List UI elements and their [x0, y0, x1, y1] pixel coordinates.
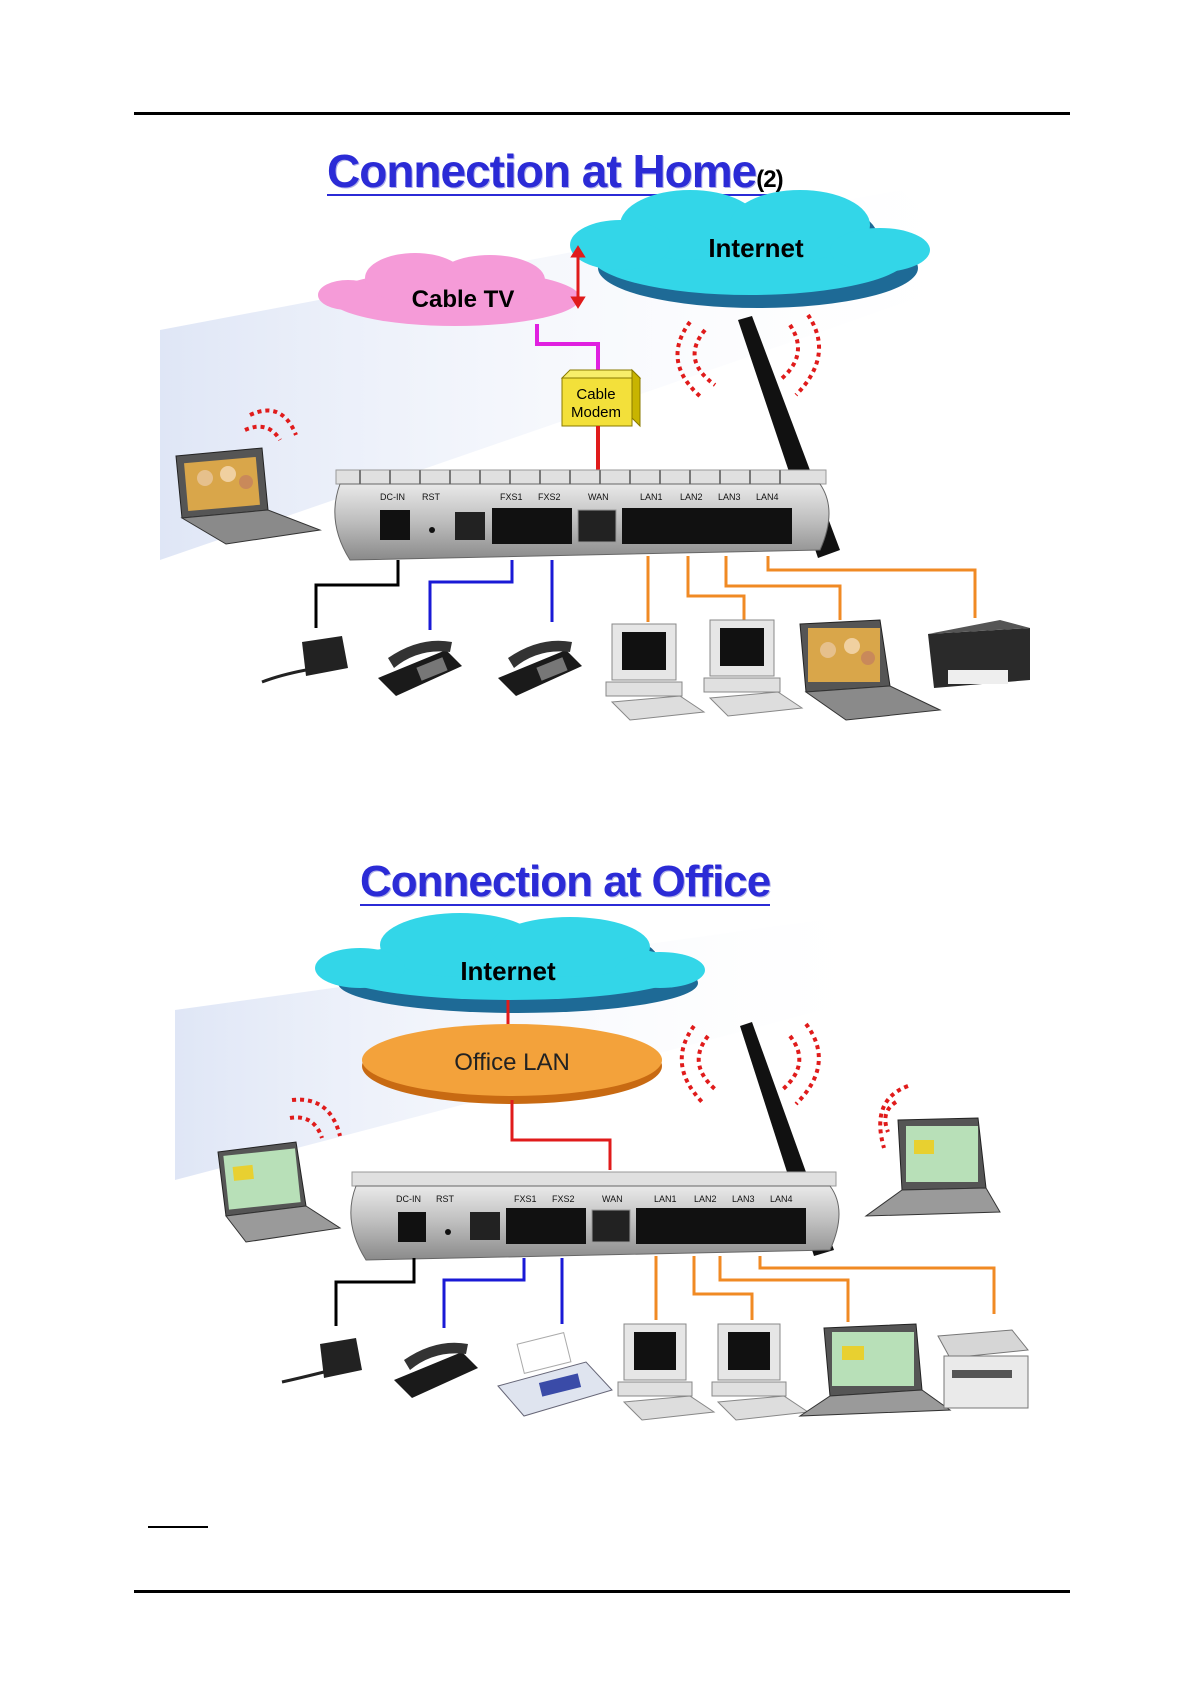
office-diagram-canvas: Internet Office LAN — [0, 850, 1191, 1450]
office-diagram: Connection at Office Internet — [0, 850, 1191, 1450]
office-desktop-computer-icon-2 — [712, 1324, 808, 1420]
office-router-icon: DC-IN RST FXS1 FXS2 WAN LAN1 LAN2 LAN3 L… — [351, 1172, 839, 1260]
office-port-label-lan4: LAN4 — [770, 1194, 793, 1204]
office-phone-line — [444, 1258, 524, 1328]
footer-rule — [134, 1590, 1070, 1593]
printer-icon — [928, 620, 1030, 688]
multifunction-printer-icon — [938, 1330, 1028, 1408]
port-label-wan: WAN — [588, 492, 609, 502]
office-port-label-fxs2: FXS2 — [552, 1194, 575, 1204]
port-label-fxs1: FXS1 — [500, 492, 523, 502]
office-port-label-lan2: LAN2 — [694, 1194, 717, 1204]
office-internet-cloud: Internet — [315, 913, 705, 1013]
office-port-label-lan3: LAN3 — [732, 1194, 755, 1204]
laptop-icon-2 — [800, 620, 940, 720]
lan-line-2 — [688, 556, 744, 620]
port-label-fxs2: FXS2 — [538, 492, 561, 502]
office-lan-line-2 — [694, 1256, 752, 1320]
office-laptop-icon — [218, 1142, 340, 1242]
office-port-label-lan1: LAN1 — [654, 1194, 677, 1204]
telephone-icon-2 — [498, 641, 582, 696]
power-line — [316, 560, 398, 628]
phone-line-1 — [430, 560, 512, 630]
port-label-lan1: LAN1 — [640, 492, 663, 502]
header-rule — [134, 112, 1070, 115]
office-port-label-wan: WAN — [602, 1194, 623, 1204]
note-underline — [148, 1506, 208, 1528]
home-diagram: Connection at Home(2) Internet — [0, 130, 1191, 750]
power-adapter-icon — [262, 636, 348, 682]
office-desktop-computer-icon — [618, 1324, 714, 1420]
office-lan-ellipse: Office LAN — [362, 1024, 662, 1104]
router-icon: DC-IN RST FXS1 FXS2 WAN LAN1 LAN2 LAN3 L… — [335, 470, 829, 560]
office-port-label-rst: RST — [436, 1194, 455, 1204]
cable-tv-label: Cable TV — [412, 286, 515, 313]
office-internet-label: Internet — [460, 956, 556, 986]
home-internet-label: Internet — [708, 233, 804, 263]
home-diagram-canvas: Internet Cable TV Cable Modem — [0, 130, 1191, 750]
modem-label-line2: Modem — [571, 404, 621, 421]
port-label-dc-in: DC-IN — [380, 492, 405, 502]
office-lan-line-3 — [720, 1256, 848, 1322]
port-label-lan3: LAN3 — [718, 492, 741, 502]
office-laptop-icon-2 — [866, 1118, 1000, 1216]
office-power-line — [336, 1258, 414, 1326]
office-laptop-icon-3 — [800, 1324, 950, 1416]
office-lan-line-4 — [760, 1256, 994, 1314]
port-label-lan4: LAN4 — [756, 492, 779, 502]
office-port-label-fxs1: FXS1 — [514, 1194, 537, 1204]
office-wan-line — [512, 1100, 610, 1170]
fax-machine-icon — [498, 1333, 612, 1416]
cable-modem-icon: Cable Modem — [562, 370, 640, 426]
modem-label-line1: Cable — [576, 386, 615, 403]
desktop-computer-icon-2 — [704, 620, 802, 716]
office-port-label-dc-in: DC-IN — [396, 1194, 421, 1204]
office-lan-label: Office LAN — [454, 1049, 570, 1076]
office-telephone-icon — [394, 1343, 478, 1398]
office-power-adapter-icon — [282, 1338, 362, 1382]
desktop-computer-icon — [606, 624, 704, 720]
telephone-icon — [378, 641, 462, 696]
port-label-rst: RST — [422, 492, 441, 502]
port-label-lan2: LAN2 — [680, 492, 703, 502]
